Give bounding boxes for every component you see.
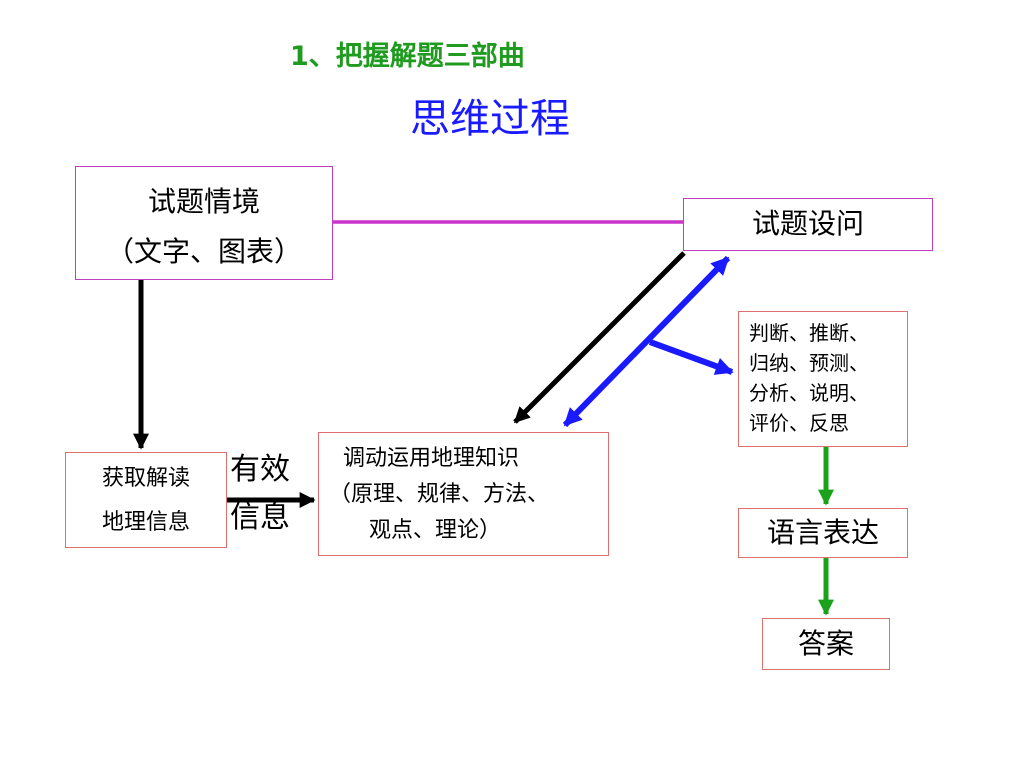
arrow-to-skills: [648, 339, 734, 375]
question-box: 试题设问: [683, 198, 933, 251]
context-line: 试题情境: [147, 185, 260, 218]
language-expression-box: 语言表达: [738, 508, 908, 558]
express-label: 语言表达: [766, 516, 879, 549]
skills-line: 判断、推断、: [749, 321, 869, 345]
knowledge-box: 调动运用地理知识 （原理、规律、方法、 观点、理论）: [318, 432, 609, 556]
context-line: （文字、图表）: [105, 235, 302, 268]
arrow-knowledge-question-bidirectional: [562, 255, 731, 428]
extract-line: 地理信息: [101, 510, 190, 535]
answer-box: 答案: [762, 618, 890, 670]
skills-line: 评价、反思: [749, 411, 849, 435]
main-heading: 思维过程: [410, 96, 570, 142]
skills-line: 分析、说明、: [749, 381, 869, 405]
effective-info-line: 信息: [230, 500, 290, 535]
extract-info-box: 获取解读 地理信息: [65, 452, 227, 548]
extract-line: 获取解读: [101, 466, 190, 491]
effective-info-line: 有效: [230, 452, 290, 487]
step-heading: 1、把握解题三部曲: [290, 41, 525, 72]
answer-label: 答案: [797, 627, 854, 660]
skills-line: 归纳、预测、: [749, 351, 869, 375]
knowledge-line: （原理、规律、方法、: [329, 482, 550, 507]
knowledge-line: 调动运用地理知识: [343, 446, 520, 471]
effective-info-label: 有效 信息: [230, 446, 290, 542]
context-box: 试题情境 （文字、图表）: [75, 166, 333, 280]
knowledge-line: 观点、理论）: [369, 518, 502, 543]
skills-box: 判断、推断、 归纳、预测、 分析、说明、 评价、反思: [738, 311, 908, 447]
question-label: 试题设问: [751, 207, 864, 240]
arrow-question-to-knowledge: [513, 251, 686, 424]
